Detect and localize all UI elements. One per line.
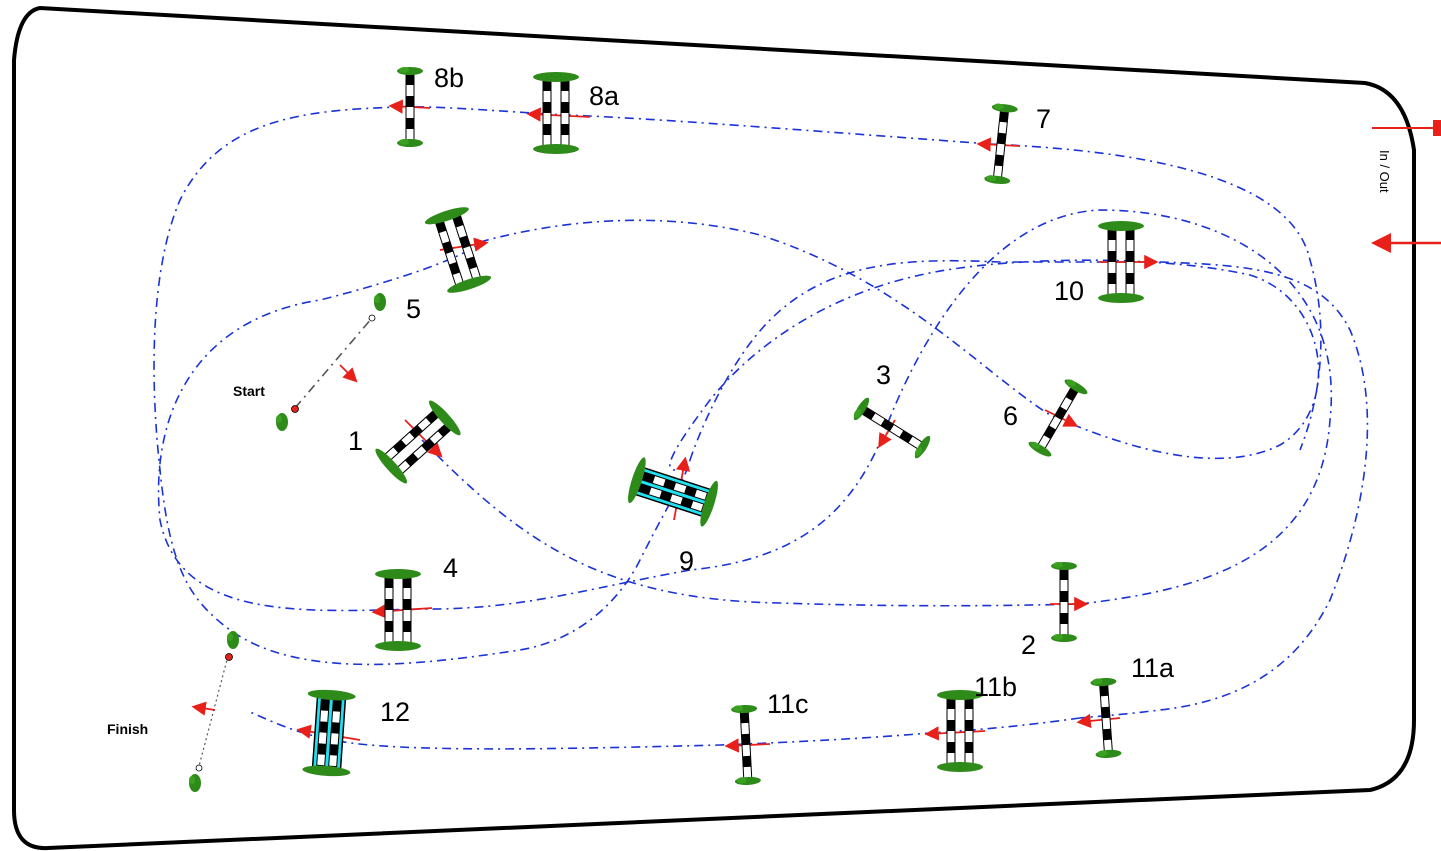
fence-12	[302, 688, 356, 777]
fence-label-4: 4	[443, 553, 458, 583]
fence-label-9: 9	[679, 546, 694, 576]
fence-9	[625, 456, 722, 528]
fence-label-5: 5	[406, 294, 421, 324]
fence-label-2: 2	[1021, 630, 1036, 660]
fence-label-3: 3	[876, 360, 891, 390]
fence-label-6: 6	[1003, 401, 1018, 431]
start-label: Start	[233, 383, 265, 399]
fence-label-11b: 11b	[974, 672, 1017, 702]
fence-label-11c: 11c	[767, 689, 809, 719]
finish-marker	[189, 631, 239, 792]
fence-2	[1051, 562, 1077, 642]
finish-label: Finish	[107, 721, 148, 737]
arena-boundary	[12, 5, 1416, 851]
fence-label-7: 7	[1036, 104, 1051, 134]
route-path	[153, 106, 1369, 750]
fence-label-8b: 8b	[434, 63, 464, 93]
entrance-gate: In / Out	[1371, 120, 1441, 253]
fence-label-11a: 11a	[1131, 653, 1175, 683]
entrance-label: In / Out	[1377, 150, 1392, 193]
fence-label-10: 10	[1054, 276, 1084, 306]
fence-label-1: 1	[348, 426, 363, 456]
fence-label-12: 12	[380, 697, 410, 727]
start-marker	[276, 293, 386, 431]
fence-8a	[533, 72, 579, 154]
fence-label-8a: 8a	[589, 81, 620, 111]
fence-6	[1027, 377, 1090, 459]
fence-1	[372, 397, 464, 486]
fence-3	[851, 396, 933, 460]
fence-5	[423, 204, 492, 296]
